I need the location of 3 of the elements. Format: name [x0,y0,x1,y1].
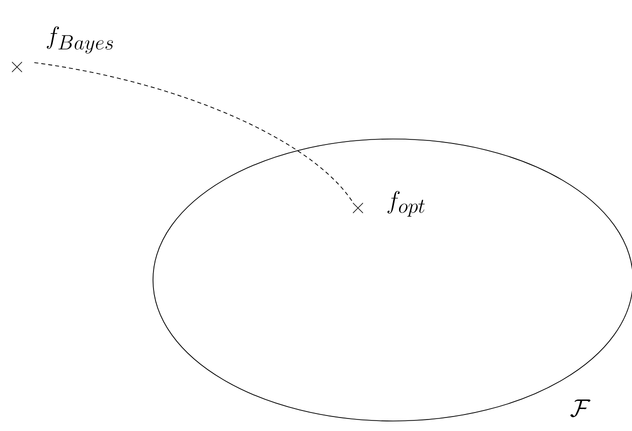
point-label: $f_{opt}$ [387,191,425,217]
point-label: $f_{Bayes}$ [46,26,113,54]
dashed-curve [34,62,352,202]
